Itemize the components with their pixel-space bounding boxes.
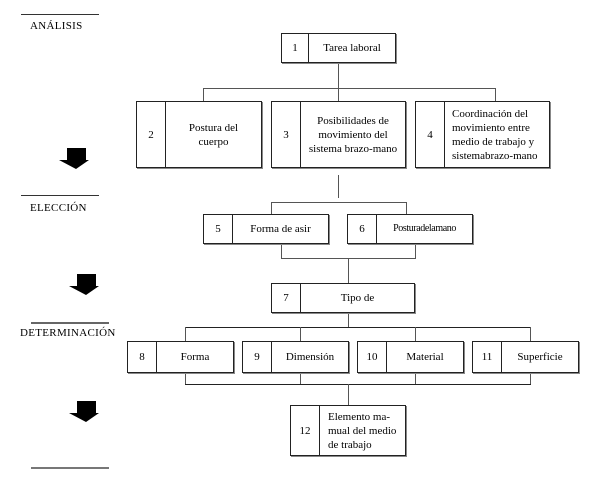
box-number: 9: [243, 342, 272, 372]
stage-label-analisis: ANÁLISIS: [30, 20, 83, 32]
box-label: Coordinación del movimiento entre medio …: [452, 107, 538, 162]
connector: [338, 63, 339, 88]
box-number: 1: [282, 34, 309, 62]
box-number: 11: [473, 342, 502, 372]
down-arrow-icon: [69, 401, 99, 422]
box-label: Dimensión: [285, 351, 335, 363]
box-4-coordinacion-movimiento: 4 Coordinación del movimiento entre medi…: [415, 101, 550, 168]
box-number: 5: [204, 215, 233, 243]
box-number: 4: [416, 102, 445, 167]
connector: [203, 88, 496, 89]
box-9-dimension: 9 Dimensión: [242, 341, 349, 373]
connector: [415, 373, 416, 384]
box-label: Postura del cuerpo: [188, 121, 239, 148]
box-label: Material: [406, 351, 444, 363]
connector: [348, 258, 349, 283]
connector: [530, 327, 531, 341]
connector: [338, 88, 339, 101]
box-label: Posibilidades de movimiento del sistema …: [308, 114, 398, 155]
box-12-elemento-manual: 12 Elemento ma-mual del medio de trabajo: [290, 405, 406, 456]
box-number: 3: [272, 102, 301, 167]
box-number: 10: [358, 342, 387, 372]
connector: [348, 384, 349, 405]
connector: [415, 327, 416, 341]
box-10-material: 10 Material: [357, 341, 464, 373]
connector: [406, 202, 407, 214]
connector: [185, 327, 531, 328]
box-6-postura-mano: 6 Posturadelamano: [347, 214, 473, 244]
connector: [348, 313, 349, 327]
connector: [203, 88, 204, 101]
box-label: Superficie: [517, 351, 563, 363]
box-number: 12: [291, 406, 320, 455]
box-label: Forma de asir: [250, 223, 311, 235]
connector: [530, 373, 531, 384]
connector: [271, 202, 407, 203]
connector: [495, 88, 496, 101]
stage-rule-top: [21, 14, 99, 15]
stage-rule-determinacion: [31, 322, 109, 324]
box-number: 6: [348, 215, 377, 243]
box-label: Tipo de: [340, 292, 375, 304]
connector: [300, 327, 301, 341]
connector: [415, 244, 416, 258]
stage-rule-bottom: [31, 467, 109, 469]
connector: [300, 373, 301, 384]
box-label: Tarea laboral: [323, 42, 381, 54]
box-3-posibilidades-movimiento: 3 Posibilidades de movimiento del sistem…: [271, 101, 406, 168]
stage-rule-eleccion: [21, 195, 99, 196]
connector: [185, 373, 186, 384]
box-label: Posturadelamano: [393, 223, 456, 234]
box-1-tarea-laboral: 1 Tarea laboral: [281, 33, 396, 63]
box-label: Forma: [180, 351, 210, 363]
box-5-forma-asir: 5 Forma de asir: [203, 214, 329, 244]
down-arrow-icon: [69, 274, 99, 295]
box-number: 2: [137, 102, 166, 167]
connector: [185, 384, 531, 385]
box-8-forma: 8 Forma: [127, 341, 234, 373]
box-number: 7: [272, 284, 301, 312]
box-11-superficie: 11 Superficie: [472, 341, 579, 373]
connector: [338, 175, 339, 198]
connector: [185, 327, 186, 341]
down-arrow-icon: [59, 148, 89, 169]
box-number: 8: [128, 342, 157, 372]
stage-label-eleccion: ELECCIÓN: [30, 202, 87, 214]
stage-label-determinacion: DETERMINACIÓN: [20, 327, 116, 339]
box-label: Elemento ma-mual del medio de trabajo: [328, 410, 397, 451]
connector: [281, 244, 282, 258]
box-7-tipo: 7 Tipo de: [271, 283, 415, 313]
connector: [271, 202, 272, 214]
box-2-postura-cuerpo: 2 Postura del cuerpo: [136, 101, 262, 168]
